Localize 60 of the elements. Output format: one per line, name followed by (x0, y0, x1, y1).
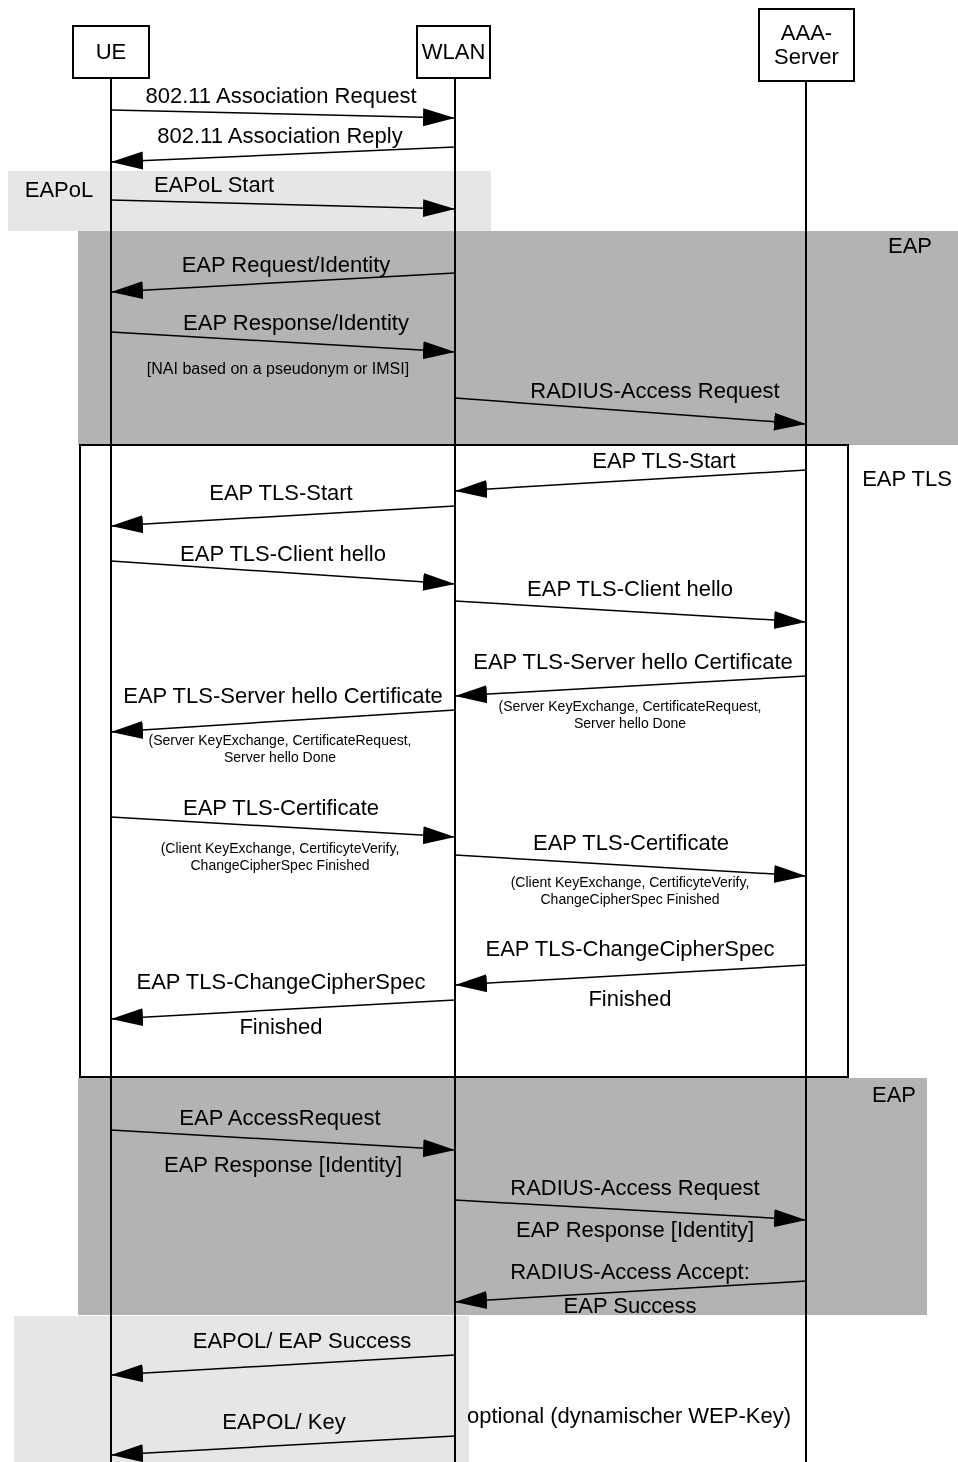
message-arrow (454, 469, 807, 499)
group-label: EAP TLS (862, 467, 952, 491)
message-label: EAP Response/Identity (183, 311, 409, 335)
message-arrow (110, 272, 456, 300)
message-arrow (454, 675, 807, 704)
participant-box: UE (72, 25, 150, 79)
message-label: EAP TLS-Certificate (533, 831, 729, 855)
participant-box: WLAN (416, 25, 491, 79)
message-arrow (454, 397, 807, 431)
message-arrow (110, 1129, 456, 1158)
message-label: EAP TLS-Client hello (180, 542, 386, 566)
message-arrow (110, 999, 456, 1027)
message-label: Finished (588, 987, 672, 1011)
message-label: Finished (239, 1015, 323, 1039)
participant-box: AAA-Server (758, 8, 855, 82)
message-arrow (454, 1280, 807, 1310)
message-arrow (110, 146, 456, 170)
note-text: (Server KeyExchange, CertificateRequest, Server hello Done (497, 698, 763, 732)
message-label: EAP TLS-Client hello (527, 577, 733, 601)
message-arrow (454, 1199, 807, 1228)
note-text: (Server KeyExchange, CertificateRequest, Server hello Done (147, 732, 413, 766)
message-arrow (454, 854, 807, 884)
message-label: 802.11 Association Request (145, 84, 417, 108)
message-label: EAP TLS-ChangeCipherSpec (136, 970, 426, 994)
message-label: EAP Response [Identity] (515, 1218, 755, 1242)
message-arrow (110, 1435, 456, 1462)
message-label: EAP AccessRequest (179, 1106, 381, 1130)
message-arrow (110, 331, 456, 360)
message-label: EAP Response [Identity] (163, 1153, 403, 1177)
message-label: 802.11 Association Reply (157, 124, 403, 148)
message-label: RADIUS-Access Accept: (510, 1260, 750, 1284)
group-label: EAPoL (24, 178, 94, 202)
message-arrow (110, 199, 456, 218)
message-arrow (454, 600, 807, 630)
group-label: EAP (888, 234, 932, 258)
message-arrow (110, 108, 456, 127)
message-arrow (110, 505, 456, 534)
message-label: EAPOL/ EAP Success (192, 1329, 412, 1353)
message-label: RADIUS-Access Request (530, 379, 780, 403)
group-label: EAP (872, 1083, 916, 1107)
note-text: (Client KeyExchange, CertificyteVerify, ChangeCipherSpec Finished (509, 874, 751, 908)
message-label: EAP TLS-Certificate (183, 796, 379, 820)
message-arrow (110, 560, 456, 591)
message-label: EAP Request/Identity (181, 253, 391, 277)
note-text: (Client KeyExchange, CertificyteVerify, ChangeCipherSpec Finished (159, 840, 401, 874)
message-label: EAP TLS-Start (592, 449, 736, 473)
message-label: EAP TLS-Server hello Certificate (473, 650, 793, 674)
note-text: optional (dynamischer WEP-Key) (467, 1404, 791, 1428)
message-label: EAP TLS-ChangeCipherSpec (485, 937, 775, 961)
message-arrow (110, 816, 456, 845)
note-text: [NAI based on a pseudonym or IMSI] (146, 359, 410, 379)
message-label: EAPOL/ Key (222, 1410, 346, 1434)
message-label: EAP Success (563, 1294, 697, 1318)
message-label: EAP TLS-Server hello Certificate (123, 684, 443, 708)
message-arrow (110, 709, 456, 739)
message-label: EAP TLS-Start (209, 481, 353, 505)
message-label: RADIUS-Access Request (510, 1176, 760, 1200)
message-label: EAPoL Start (153, 173, 275, 197)
message-arrow (110, 1354, 456, 1383)
message-arrow (454, 964, 807, 993)
